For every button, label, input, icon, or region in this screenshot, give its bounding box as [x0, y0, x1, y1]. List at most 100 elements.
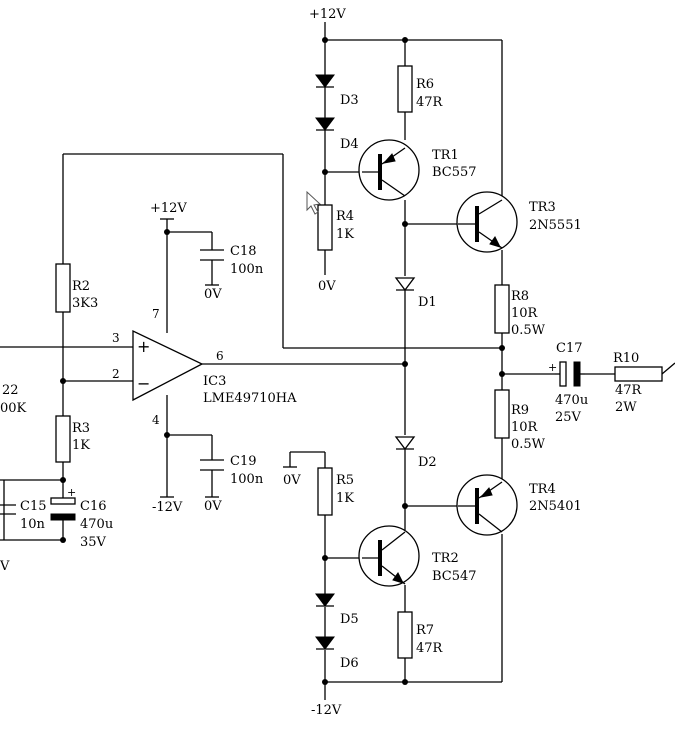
c17-value: 470u [555, 393, 588, 408]
c18-ref: C18 [230, 244, 257, 259]
tr2-part: BC547 [432, 569, 477, 584]
diode-d6 [315, 636, 335, 650]
ground-left-label: V [0, 559, 10, 574]
r5-value: 1K [336, 491, 354, 506]
tr1-part: BC557 [432, 165, 477, 180]
r8-power: 0.5W [511, 323, 546, 338]
d6-ref: D6 [340, 656, 359, 671]
r7-ref: R7 [416, 623, 434, 638]
r6-value: 47R [416, 95, 444, 110]
opamp-minus-sign: − [137, 374, 150, 393]
diode-d2 [394, 436, 416, 451]
supply-top-label: +12V [309, 7, 346, 22]
c16-value: 470u [80, 517, 113, 532]
ic3-pin7: 7 [152, 307, 160, 321]
d3-ref: D3 [340, 93, 359, 108]
ic3-part: LME49710HA [203, 391, 297, 406]
diode-d4 [315, 117, 335, 131]
left-clip-value: 00K [0, 401, 27, 416]
tr3-part: 2N5551 [529, 218, 582, 233]
r6-ref: R6 [416, 77, 434, 92]
resistor-r3 [55, 415, 71, 463]
resistor-r8 [494, 284, 510, 334]
resistor-r5 [317, 467, 333, 516]
ic3-pin6: 6 [216, 349, 224, 363]
r9-power: 0.5W [511, 437, 546, 452]
r3-ref: R3 [72, 421, 90, 436]
capacitor-c18 [200, 249, 224, 261]
c16-plus: + [67, 486, 76, 499]
capacitor-c19 [200, 459, 224, 471]
capacitor-c17 [555, 361, 585, 387]
c16-voltage: 35V [80, 535, 107, 550]
mouse-cursor-icon [306, 190, 322, 215]
tr1-ref: TR1 [432, 148, 459, 163]
tr2-ref: TR2 [432, 551, 459, 566]
c19-ref: C19 [230, 454, 257, 469]
d2-ref: D2 [418, 455, 437, 470]
supply-ic-neg-label: -12V [152, 500, 183, 515]
ic3-ref: IC3 [203, 374, 226, 389]
diode-d3 [315, 74, 335, 88]
ground-r4-label: 0V [318, 279, 336, 294]
tr3-ref: TR3 [529, 200, 556, 215]
diode-d1 [394, 277, 416, 292]
c17-ref: C17 [556, 341, 583, 356]
ground-c19-label: 0V [204, 499, 222, 514]
tr4-ref: TR4 [529, 482, 556, 497]
r5-ref: R5 [336, 473, 354, 488]
ic3-pin3: 3 [112, 331, 120, 345]
left-clip-ref: 22 [2, 383, 19, 398]
supply-ic-pos-label: +12V [150, 201, 187, 216]
c18-value: 100n [230, 262, 264, 277]
capacitor-c15 [0, 504, 16, 515]
r9-value: 10R [511, 420, 539, 435]
resistor-r6 [397, 65, 413, 113]
r4-ref: R4 [336, 209, 354, 224]
c17-voltage: 25V [555, 410, 582, 425]
tr4-part: 2N5401 [529, 499, 582, 514]
c19-value: 100n [230, 472, 264, 487]
r2-value: 3K3 [72, 296, 98, 311]
opamp-ic3 [132, 329, 204, 402]
transistor-tr1 [358, 139, 420, 201]
c15-ref: C15 [20, 499, 47, 514]
ic3-pin2: 2 [112, 367, 120, 381]
transistor-tr4 [456, 474, 518, 536]
resistor-r9 [494, 389, 510, 439]
diode-d5 [315, 593, 335, 607]
r3-value: 1K [72, 438, 90, 453]
junction-dots [60, 37, 505, 685]
ground-r5-label: 0V [283, 473, 301, 488]
c15-value: 10n [20, 517, 46, 532]
r4-value: 1K [336, 227, 354, 242]
transistor-tr3 [456, 191, 518, 253]
capacitor-c16 [50, 497, 76, 521]
r8-value: 10R [511, 306, 539, 321]
resistor-r10 [614, 366, 663, 382]
resistor-r4 [317, 204, 333, 251]
r10-power: 2W [615, 400, 637, 415]
c17-plus: + [548, 361, 557, 374]
r8-ref: R8 [511, 289, 529, 304]
supply-bottom-label: -12V [311, 703, 342, 718]
r10-ref: R10 [613, 351, 639, 366]
labels: +12V +12V -12V -12V 0V 0V 0V 0V V IC3 LM… [0, 7, 643, 718]
ground-c18-label: 0V [204, 287, 222, 302]
opamp-plus-sign: + [137, 337, 150, 356]
resistor-r7 [397, 611, 413, 659]
d4-ref: D4 [340, 137, 359, 152]
r2-ref: R2 [72, 279, 90, 294]
c16-ref: C16 [80, 499, 107, 514]
r7-value: 47R [416, 641, 444, 656]
wires [0, 22, 675, 700]
ic3-pin4: 4 [152, 413, 160, 427]
resistor-r2 [55, 263, 71, 313]
d1-ref: D1 [418, 295, 437, 310]
transistor-tr2 [358, 525, 420, 587]
r9-ref: R9 [511, 403, 529, 418]
d5-ref: D5 [340, 612, 359, 627]
r10-value: 47R [615, 383, 643, 398]
